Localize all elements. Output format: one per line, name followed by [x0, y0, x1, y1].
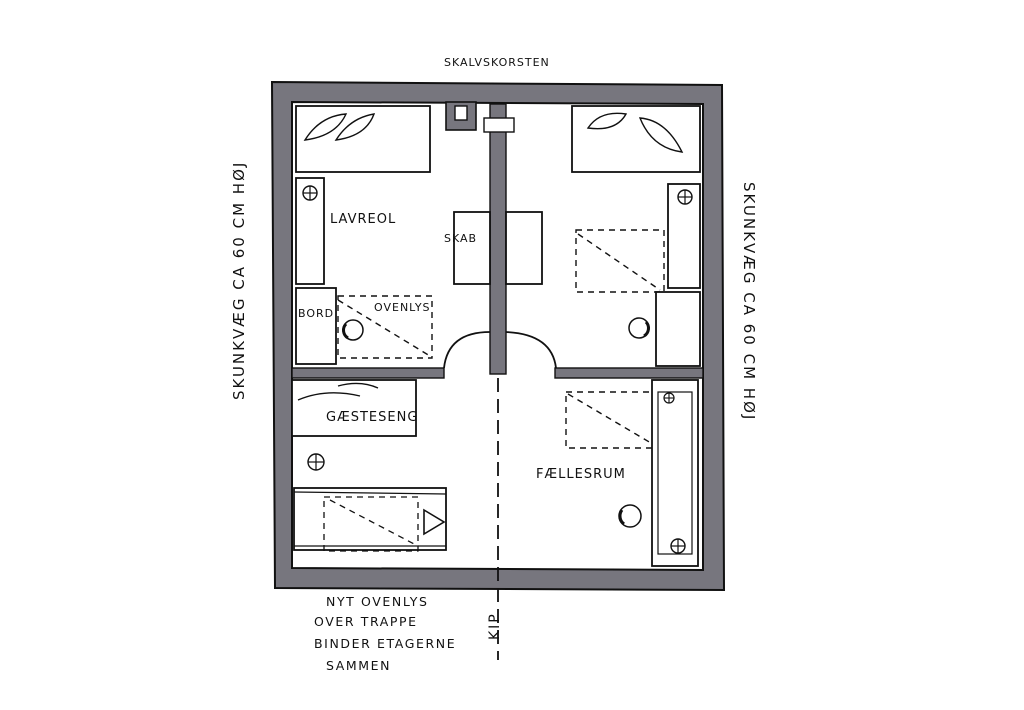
staircase: [293, 487, 447, 552]
lamp-left-upper: [302, 185, 318, 201]
label-skylight: OVENLYS: [374, 301, 431, 314]
skylight-left: [337, 295, 433, 359]
right-door-swing: [505, 331, 557, 369]
chair-left: [342, 319, 364, 341]
note-line-4: SAMMEN: [326, 658, 392, 673]
desk-left: [295, 287, 337, 365]
skylight-right-upper: [575, 229, 665, 293]
label-ridge: KIP: [487, 612, 503, 640]
lamp-common-upper: [663, 392, 675, 404]
lamp-left-lower: [307, 453, 325, 471]
central-partition: [489, 103, 507, 375]
shelf-right: [667, 183, 701, 289]
label-low-shelf: LAVREOL: [330, 212, 397, 227]
label-desk: BORD: [298, 307, 335, 320]
note-line-2: OVER TRAPPE: [314, 614, 418, 629]
bed-top-right: [571, 105, 701, 173]
note-line-3: BINDER ETAGERNE: [314, 636, 457, 651]
label-left-knee-wall: SKUNKVÆG CA 60 CM HØJ: [230, 160, 248, 400]
label-guest-bed: GÆSTESENG: [326, 410, 419, 425]
desk-right: [655, 291, 701, 367]
chimney-flue: [454, 105, 468, 121]
right-room-divider: [554, 367, 704, 379]
partition-end-cap: [483, 117, 515, 133]
label-wardrobe: SKAB: [444, 232, 478, 245]
chair-common-room: [618, 504, 642, 528]
wardrobe-left: [453, 211, 491, 285]
lamp-common-lower: [670, 538, 686, 554]
left-room-divider: [291, 367, 445, 379]
label-common-room: FÆLLESRUM: [536, 467, 626, 482]
note-line-1: NYT OVENLYS: [326, 594, 429, 609]
skylight-common: [565, 391, 659, 449]
left-door-swing: [443, 331, 491, 369]
lamp-right-upper: [677, 189, 693, 205]
label-chimney: SKALVSKORSTEN: [444, 56, 550, 69]
wardrobe-right: [505, 211, 543, 285]
sofa-common-room: [651, 379, 699, 567]
guest-bed: [291, 379, 417, 437]
bed-top-left: [295, 105, 431, 173]
label-right-knee-wall: SKUNKVÆG CA 60 CM HØJ: [740, 182, 758, 422]
chair-right: [628, 317, 650, 339]
